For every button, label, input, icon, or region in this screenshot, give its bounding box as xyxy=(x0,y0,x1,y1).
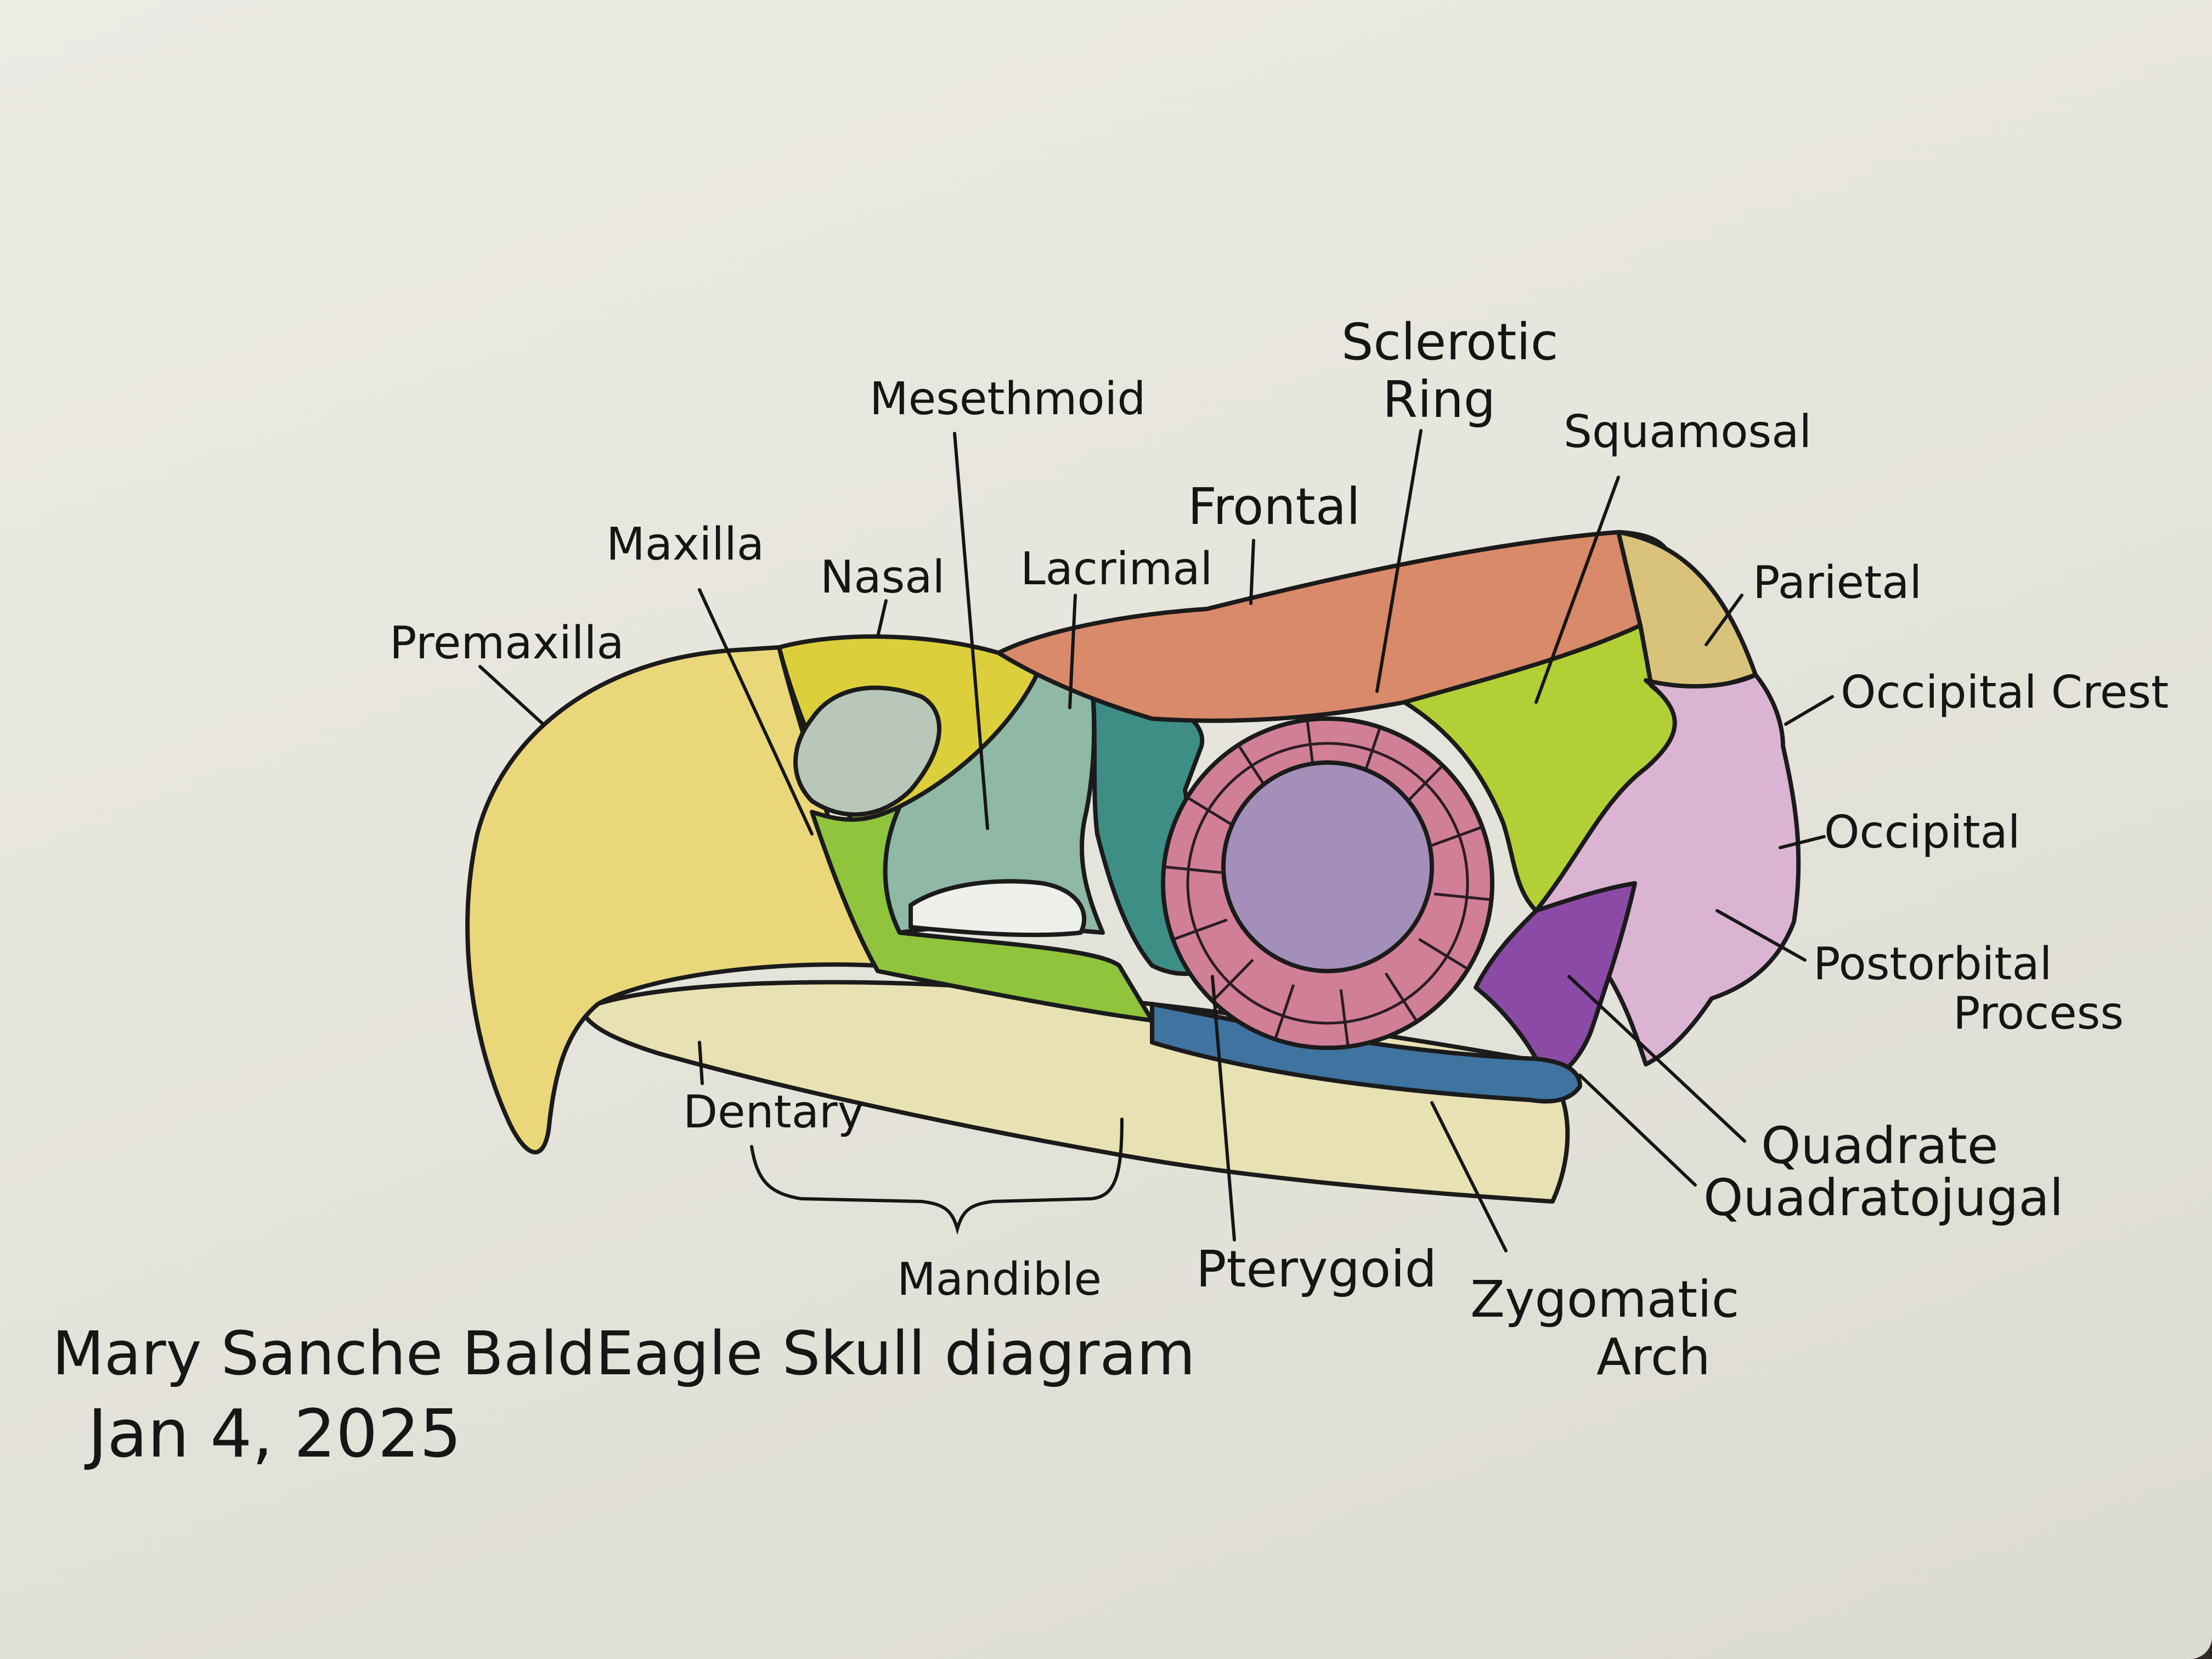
sclerotic-ring-center xyxy=(1221,760,1434,973)
label-postorbital-line1: Postorbital xyxy=(1813,938,2052,990)
label-premaxilla: Premaxilla xyxy=(390,617,624,669)
labels: Premaxilla Maxilla Nasal Mesethmoid Lacr… xyxy=(390,313,2169,1386)
quadrate-shape xyxy=(1474,881,1637,1083)
caption-date: Jan 4, 2025 xyxy=(84,1396,461,1472)
leader-squamosal xyxy=(1534,476,1620,704)
sclerotic-plate-divider xyxy=(1187,797,1237,829)
leader-mesethmoid xyxy=(953,432,989,830)
nostril-opening xyxy=(793,685,941,817)
label-quadratojugal: Quadratojugal xyxy=(1703,1169,2063,1227)
mandible-brace xyxy=(750,1118,1124,1235)
label-squamosal: Squamosal xyxy=(1564,406,1812,458)
label-pterygoid: Pterygoid xyxy=(1196,1240,1437,1299)
leader-occipital-crest xyxy=(1784,695,1834,726)
sclerotic-plate-divider xyxy=(1418,938,1468,970)
sclerotic-ring xyxy=(1161,716,1494,1050)
label-dentary: Dentary xyxy=(683,1086,864,1138)
sclerotic-plate-divider xyxy=(1212,958,1254,1002)
sclerotic-plate-divider xyxy=(1173,918,1228,941)
label-lacrimal: Lacrimal xyxy=(1020,543,1212,595)
label-frontal: Frontal xyxy=(1188,477,1361,536)
leader-sclerotic xyxy=(1375,429,1423,693)
label-maxilla: Maxilla xyxy=(606,518,764,571)
sclerotic-plate-divider xyxy=(1427,826,1482,848)
caption: Mary Sanche BaldEagle Skull diagram Jan … xyxy=(52,1318,1195,1472)
sclerotic-plate-divider xyxy=(1384,972,1418,1022)
label-postorbital-line2: Process xyxy=(1953,988,2124,1040)
leader-nasal xyxy=(876,599,888,638)
mesethmoid-shape xyxy=(883,673,1105,935)
leader-parietal xyxy=(1705,594,1743,646)
leader-quadrate xyxy=(1567,975,1746,1143)
label-mandible: Mandible xyxy=(897,1254,1102,1306)
leader-quadratojugal xyxy=(1578,1074,1697,1187)
leader-lacrimal xyxy=(1068,594,1077,709)
label-occipital-crest: Occipital Crest xyxy=(1841,667,2169,719)
antorbital-opening xyxy=(909,879,1087,938)
leader-zygomatic xyxy=(1430,1101,1508,1252)
leader-occipital xyxy=(1779,835,1826,849)
leader-postorbital xyxy=(1716,909,1807,962)
label-sclerotic-line1: Sclerotic xyxy=(1341,313,1558,371)
label-zygomatic-line1: Zygomatic xyxy=(1470,1270,1739,1329)
sclerotic-plate-divider xyxy=(1339,989,1350,1046)
caption-title: Mary Sanche BaldEagle Skull diagram xyxy=(52,1318,1195,1389)
leader-frontal xyxy=(1249,539,1255,605)
occipital-shape xyxy=(1534,673,1801,1066)
leader-pterygoid xyxy=(1211,975,1236,1242)
sclerotic-plate-divider xyxy=(1165,865,1222,874)
label-nasal: Nasal xyxy=(820,551,945,603)
sclerotic-plate-divider xyxy=(1274,984,1295,1039)
label-occipital: Occipital xyxy=(1824,806,2021,859)
leader-premaxilla xyxy=(478,665,545,726)
leader-dentary xyxy=(698,1041,704,1085)
leader-maxilla xyxy=(698,588,814,836)
label-parietal: Parietal xyxy=(1753,557,1922,609)
label-sclerotic-line2: Ring xyxy=(1383,370,1496,429)
leader-lines xyxy=(478,429,1834,1252)
label-quadrate: Quadrate xyxy=(1761,1116,1998,1175)
sclerotic-plates xyxy=(1165,720,1491,1046)
sclerotic-plate-divider xyxy=(1434,892,1491,901)
sclerotic-ring-inner-band xyxy=(1186,742,1469,1025)
label-zygomatic-line2: Arch xyxy=(1596,1328,1711,1386)
label-mesethmoid: Mesethmoid xyxy=(870,373,1146,425)
